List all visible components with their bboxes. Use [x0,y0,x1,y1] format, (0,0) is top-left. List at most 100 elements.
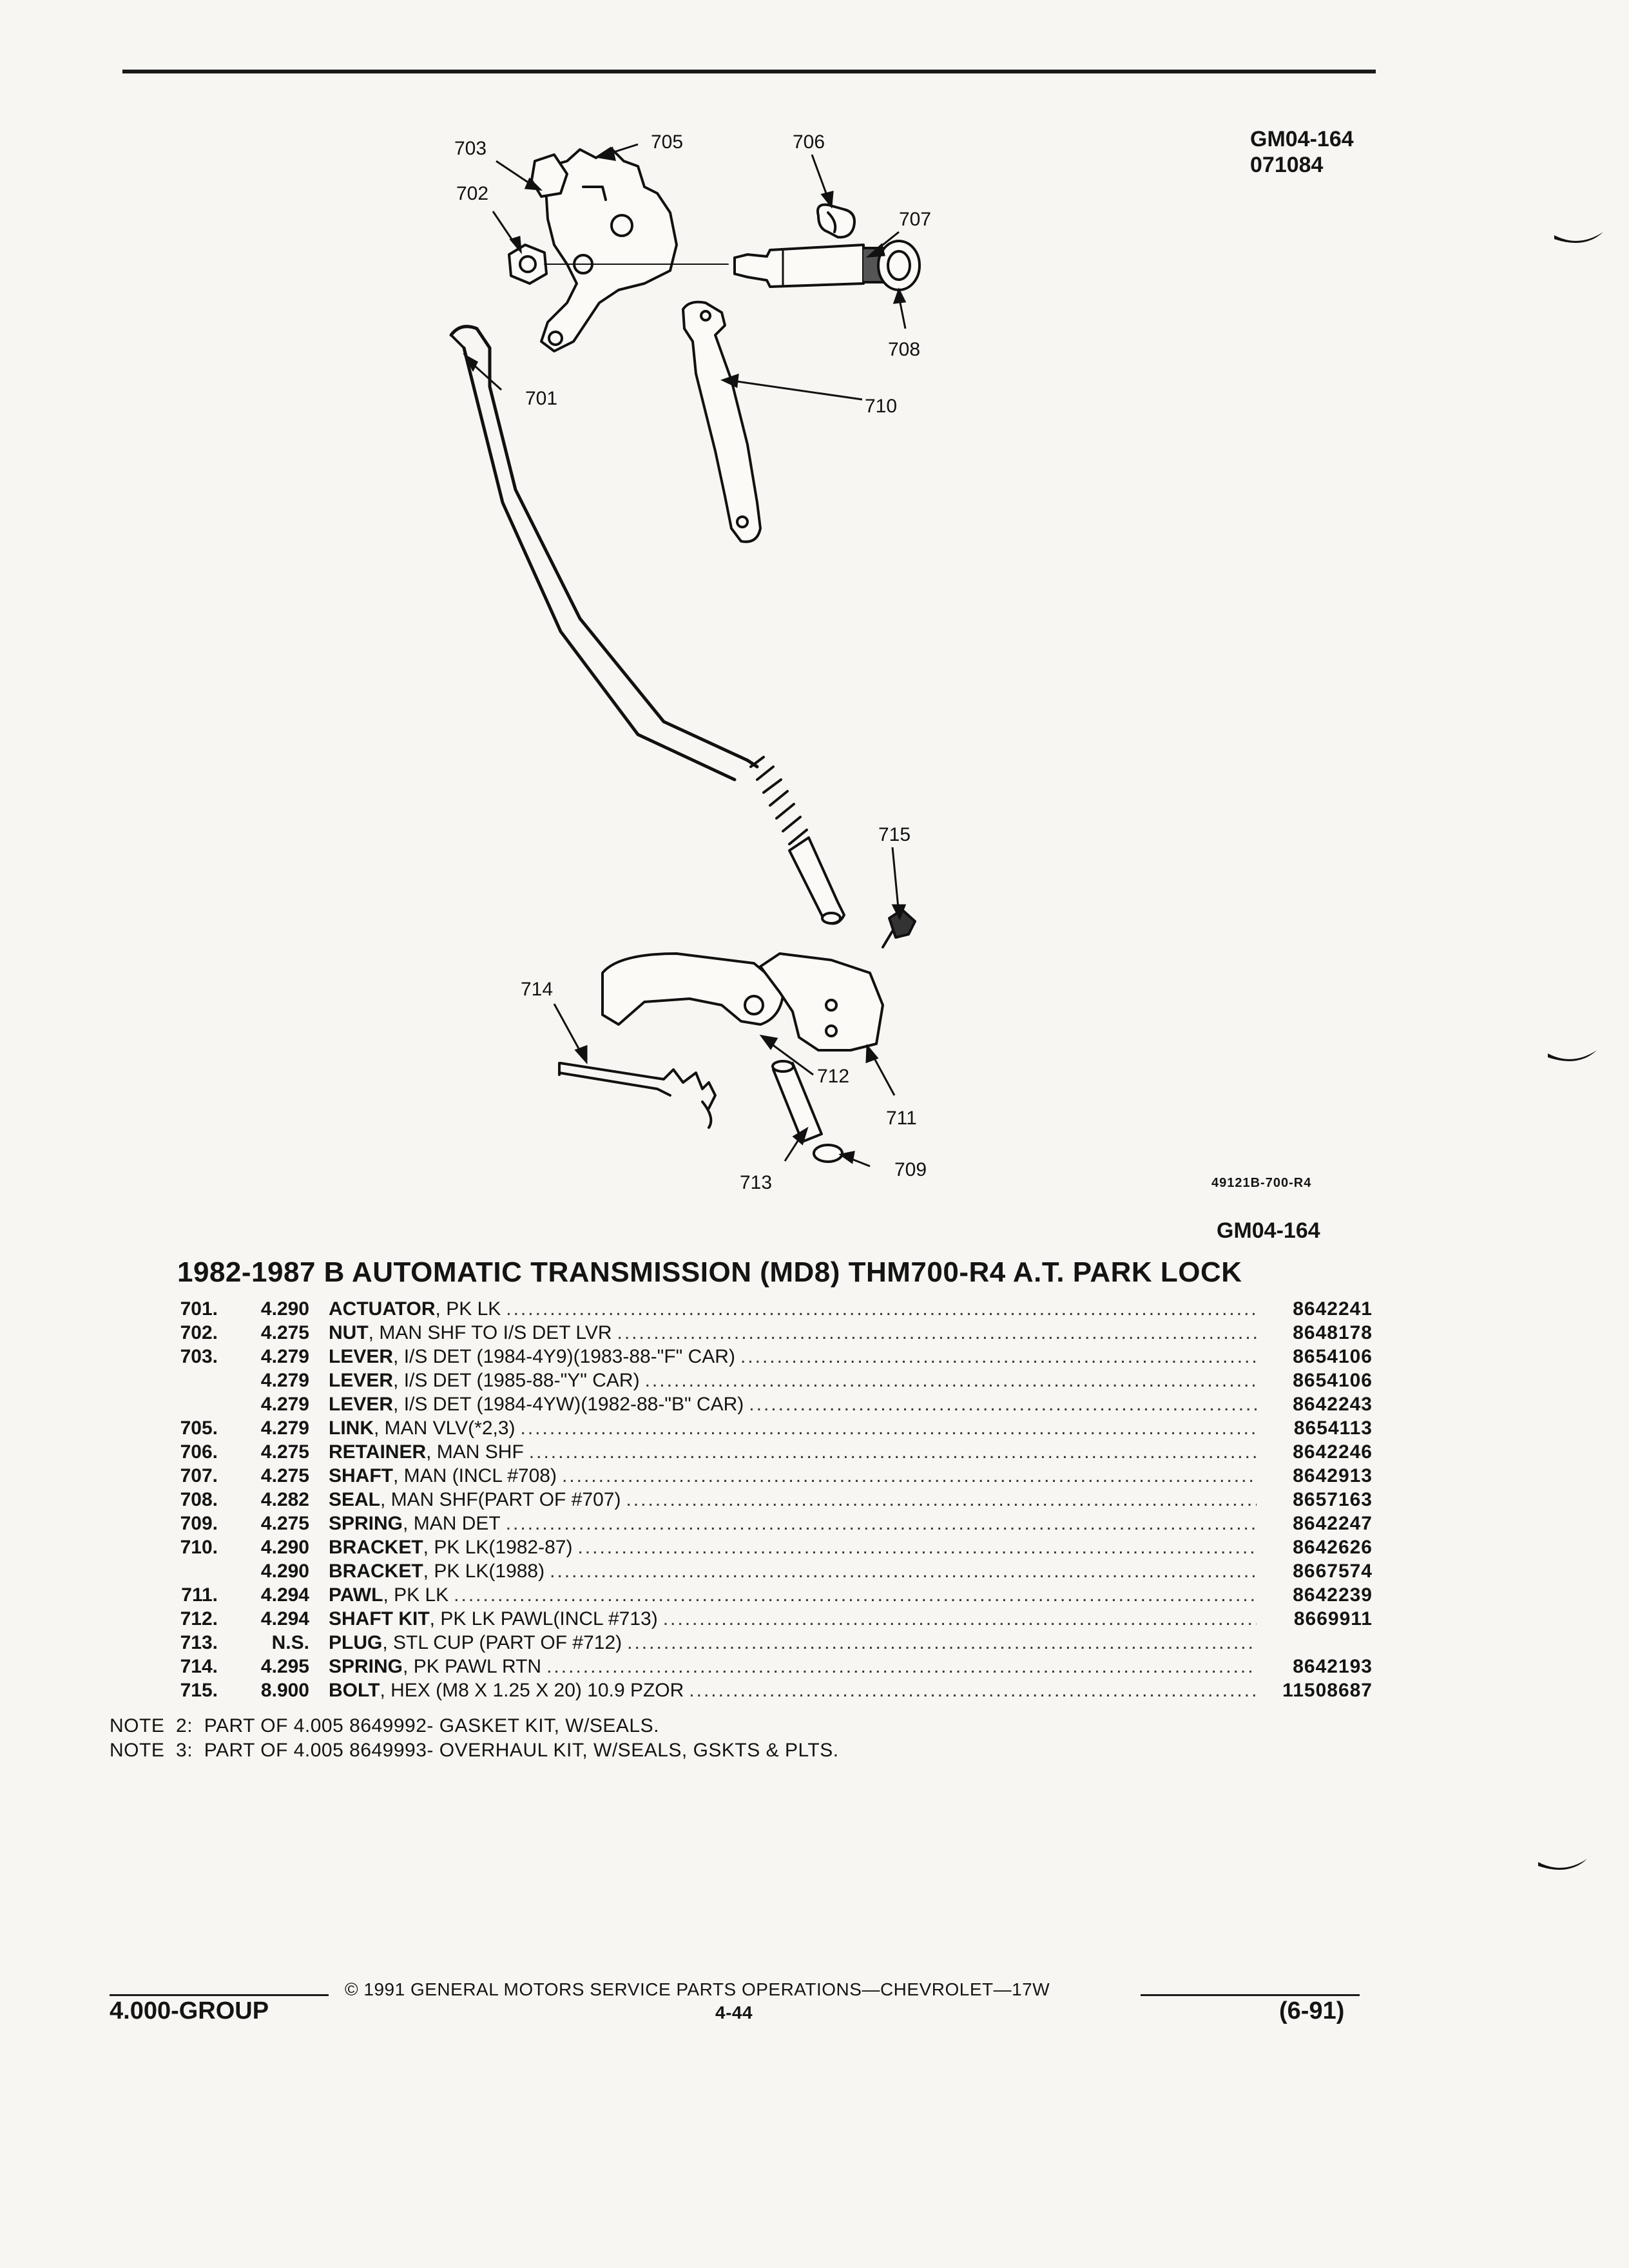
callout-714: 714 [521,979,553,1000]
group-code: 4.295 [260,1656,309,1677]
part-name: ACTUATOR [329,1298,436,1320]
group-code: N.S. [271,1632,309,1653]
part-name: SHAFT [329,1465,393,1486]
part-detail: , MAN SHF TO I/S DET LVR [368,1322,612,1343]
part-detail: , PK LK(1988) [423,1561,545,1582]
part-description: NUT, MAN SHF TO I/S DET LVR [329,1321,1257,1345]
group-code: 4.282 [260,1489,309,1510]
top-rule [122,70,1376,73]
group-code: 4.279 [260,1394,309,1415]
part-name: LINK [329,1418,374,1439]
detent-spring-709 [682,300,762,543]
gm-part-number: 8654106 [1293,1346,1373,1367]
group-code: 4.275 [260,1513,309,1534]
part-description: LEVER, I/S DET (1984-4Y9)(1983-88-"F" CA… [329,1345,1257,1369]
leader-dots [626,1488,1257,1512]
parts-row: 713. N.S. PLUG, STL CUP (PART OF #712) [148,1631,1373,1655]
part-detail: , I/S DET (1984-4Y9)(1983-88-"F" CAR) [393,1346,735,1367]
group-code: 4.279 [260,1370,309,1391]
leader-dots [617,1321,1257,1345]
part-detail: , PK LK [383,1584,449,1606]
plug-713 [813,1144,843,1163]
part-description: BRACKET, PK LK(1982-87) [329,1535,1257,1559]
part-name: SPRING [329,1656,403,1677]
manual-shaft-707 [733,244,884,288]
group-code: 4.290 [260,1537,309,1558]
gm-part-number: 8654106 [1293,1370,1373,1391]
callout-703: 703 [454,138,487,159]
footer-copyright: © 1991 GENERAL MOTORS SERVICE PARTS OPER… [345,1979,1050,1999]
park-lock-exploded-diagram: 703 705 702 706 707 708 701 710 715 714 … [361,110,1456,1205]
part-detail: , I/S DET (1984-4YW)(1982-88-"B" CAR) [393,1394,744,1415]
part-name: PAWL [329,1584,383,1606]
part-description: PLUG, STL CUP (PART OF #712) [329,1631,1257,1655]
callout-708: 708 [888,339,920,360]
gm-part-number: 8642241 [1293,1298,1373,1320]
part-detail: , STL CUP (PART OF #712) [382,1632,622,1653]
part-description: RETAINER, MAN SHF [329,1440,1257,1464]
part-detail: , MAN (INCL #708) [393,1465,557,1486]
part-name: NUT [329,1322,369,1343]
callout-709: 710 [865,396,897,417]
figure-ref-code: 49121B-700-R4 [1211,1176,1312,1190]
gm-part-number: 8642913 [1293,1465,1373,1486]
group-code: 4.275 [260,1441,309,1463]
leader-dots [627,1631,1257,1655]
part-number-label: 711. [181,1584,218,1606]
part-detail: , PK LK [435,1298,501,1320]
leader-dots [546,1655,1257,1678]
leader-dots [550,1559,1257,1583]
gm-part-number: 8642243 [1293,1394,1373,1415]
leader-dots [529,1440,1257,1464]
gm-part-number: 8657163 [1293,1489,1373,1510]
callout-705: 705 [651,131,683,153]
part-description: PAWL, PK LK [329,1583,1257,1607]
leader-dots [521,1416,1257,1440]
part-detail: , MAN SHF [426,1441,524,1463]
binder-mark-top [1554,232,1603,243]
part-name: BOLT [329,1680,380,1701]
group-code: 4.279 [260,1418,309,1439]
group-code: 4.294 [260,1608,309,1629]
part-detail: , PK LK(1982-87) [423,1537,573,1558]
part-description: SHAFT KIT, PK LK PAWL(INCL #713) [329,1607,1257,1631]
leader-dots [749,1392,1257,1416]
gm-part-number: 8654113 [1293,1418,1373,1439]
part-number-label: 712. [180,1608,218,1629]
part-number-label: 713. [180,1632,218,1653]
callout-702: 702 [456,183,488,204]
part-detail: , PK LK PAWL(INCL #713) [429,1608,658,1629]
gm-part-number: 8667574 [1293,1561,1373,1582]
gm-part-number: 8642239 [1293,1584,1373,1606]
part-description: SHAFT, MAN (INCL #708) [329,1464,1257,1488]
binder-mark-bottom [1538,1859,1587,1870]
gm-part-number: 8648178 [1293,1322,1373,1343]
footer-rule-right [1141,1994,1360,1996]
part-number-label: 703. [180,1346,218,1367]
leader-dots [562,1464,1257,1488]
part-number-label: 715. [180,1680,218,1701]
return-spring-714 [558,1062,717,1129]
group-code: 4.279 [260,1346,309,1367]
leader-dots [663,1607,1257,1631]
callout-710: 711 [886,1108,917,1129]
binder-mark-middle [1548,1050,1597,1061]
header-code: GM04-164 [1250,127,1354,151]
parts-row: 712. 4.294 SHAFT KIT, PK LK PAWL(INCL #713… [148,1607,1373,1631]
leader-dots [454,1583,1257,1607]
part-number-label: 709. [180,1513,218,1534]
group-code: 4.275 [260,1465,309,1486]
pawl-711 [601,952,784,1026]
group-code: 4.290 [260,1298,309,1320]
retainer-706 [816,203,856,239]
leader-dots [740,1345,1257,1369]
leader-dots [689,1678,1257,1702]
part-detail: , I/S DET (1985-88-"Y" CAR) [393,1370,640,1391]
pawl-shaft-712 [771,1060,823,1143]
